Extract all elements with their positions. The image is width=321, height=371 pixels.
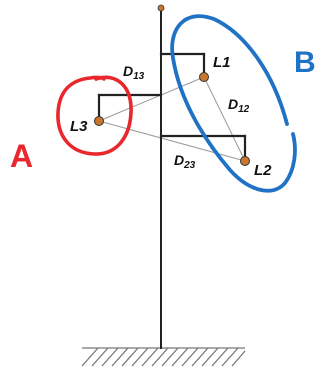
label-l3: L3	[70, 118, 88, 135]
label-d23: D23	[174, 152, 196, 171]
label-d13: D13	[123, 63, 145, 82]
conductor-l2	[240, 156, 250, 166]
conductor-l3	[94, 116, 104, 126]
label-l1: L1	[213, 54, 231, 71]
distance-line-12	[203, 76, 246, 162]
distance-line-13	[98, 76, 205, 122]
label-region-b: B	[294, 46, 316, 79]
ground-hatching	[81, 347, 246, 367]
label-region-a: A	[10, 138, 33, 174]
label-l2: L2	[254, 162, 272, 179]
distance-line-23	[98, 120, 246, 162]
pole-top-cap	[157, 4, 165, 12]
region-b-outline	[170, 14, 297, 193]
conductor-l1	[199, 72, 209, 82]
label-d12: D12	[228, 96, 250, 115]
region-a-outline	[56, 75, 133, 156]
distance-lines	[98, 76, 246, 162]
